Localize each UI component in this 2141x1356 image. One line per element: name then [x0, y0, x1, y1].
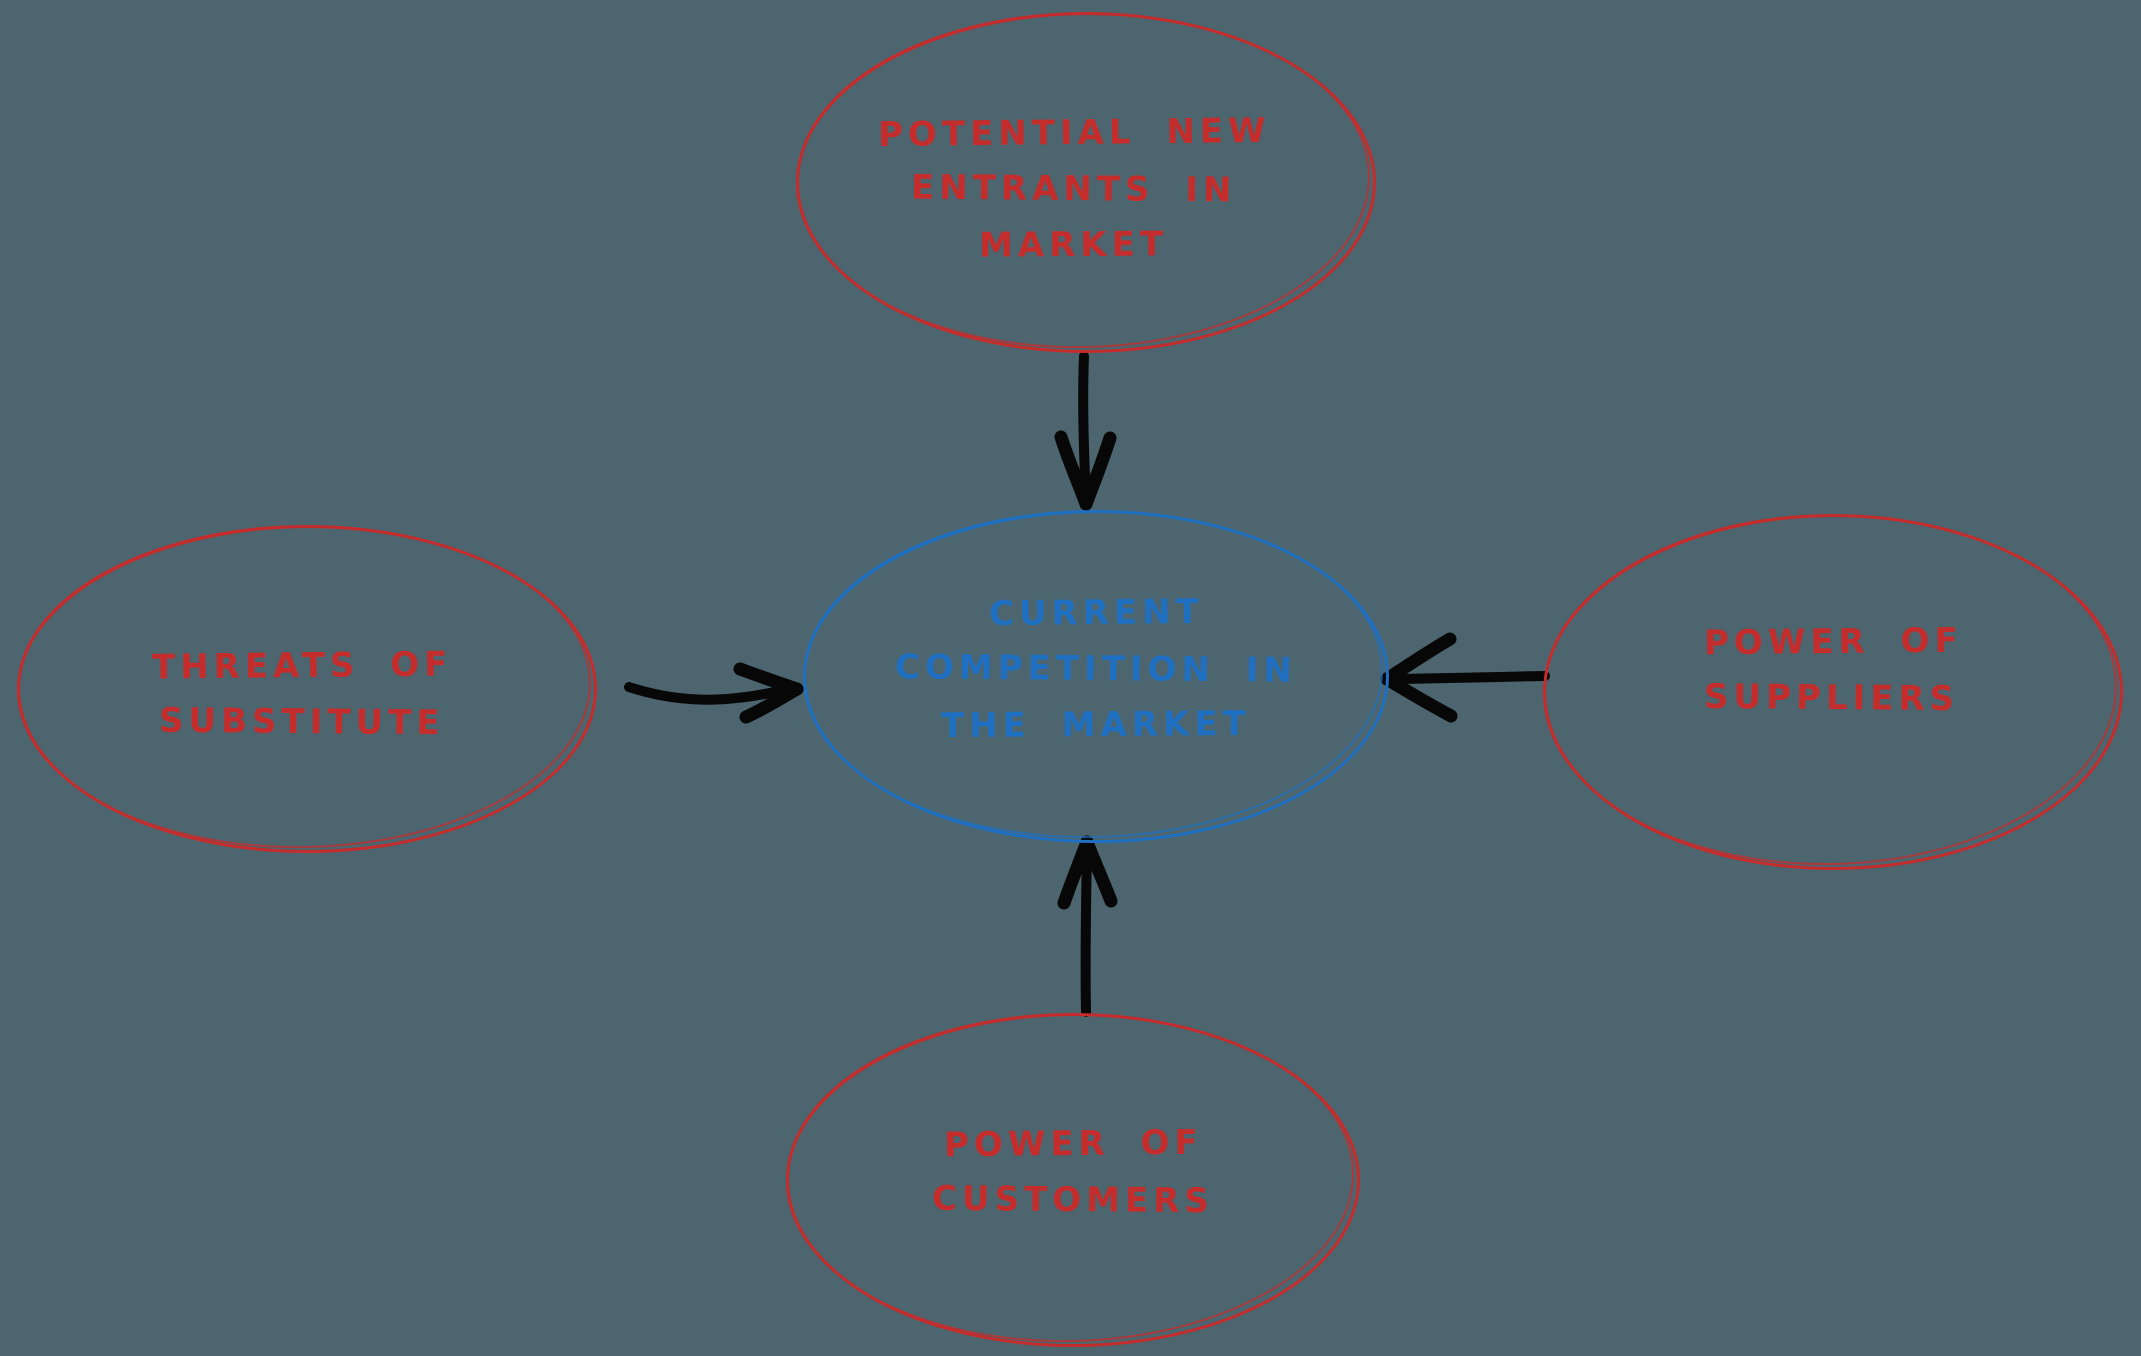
node-power-of-customers[interactable]: POWER OF CUSTOMERS — [786, 1013, 1360, 1347]
label-line: COMPETITION IN — [894, 646, 1298, 691]
arrow-suppliers-to-competition[interactable] — [1380, 632, 1550, 723]
label-line: POWER OF — [1703, 620, 1963, 664]
label-line: THREATS OF — [151, 644, 453, 688]
arrow-substitute-to-competition[interactable] — [624, 662, 804, 724]
label-line: CURRENT — [988, 591, 1204, 634]
label-line: POWER OF — [943, 1122, 1203, 1166]
node-potential-new-entrants-label: POTENTIAL NEW ENTRANTS IN MARKET — [878, 105, 1271, 273]
label-line: CUSTOMERS — [931, 1178, 1215, 1222]
node-potential-new-entrants[interactable]: POTENTIAL NEW ENTRANTS IN MARKET — [796, 12, 1376, 353]
arrow-entrants-to-competition[interactable] — [1054, 351, 1117, 511]
label-line: POTENTIAL NEW — [877, 110, 1271, 155]
node-current-competition[interactable]: CURRENT COMPETITION IN THE MARKET — [803, 510, 1389, 843]
label-line: MARKET — [979, 223, 1169, 266]
label-line: SUBSTITUTE — [159, 700, 445, 744]
node-threats-of-substitute[interactable]: THREATS OF SUBSTITUTE — [17, 525, 597, 853]
node-current-competition-label: CURRENT COMPETITION IN THE MARKET — [895, 585, 1297, 753]
label-line: ENTRANTS IN — [911, 167, 1237, 210]
label-line: SUPPLIERS — [1703, 676, 1959, 720]
node-power-of-suppliers[interactable]: POWER OF SUPPLIERS — [1543, 514, 2123, 870]
node-power-of-suppliers-label: POWER OF SUPPLIERS — [1703, 614, 1963, 726]
node-threats-of-substitute-label: THREATS OF SUBSTITUTE — [151, 638, 453, 750]
node-power-of-customers-label: POWER OF CUSTOMERS — [932, 1116, 1214, 1228]
label-line: THE MARKET — [940, 703, 1252, 746]
arrow-customers-to-competition[interactable] — [1057, 835, 1118, 1017]
